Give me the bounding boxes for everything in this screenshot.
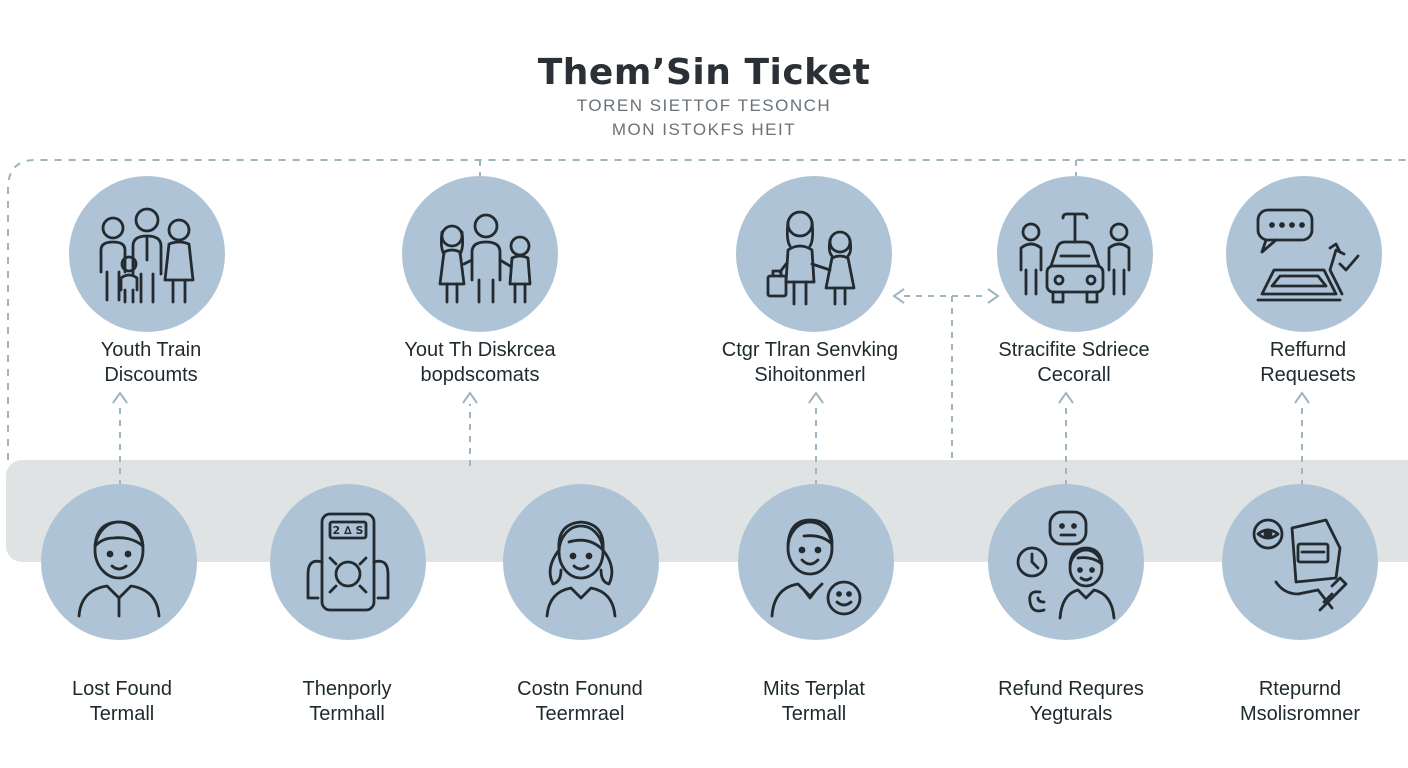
person-icon: [77, 520, 161, 618]
top-node-5: [1226, 176, 1382, 332]
support-agent-icon: [1016, 510, 1116, 620]
top-label-1: Youth Train Discoumts: [100, 339, 202, 386]
arrow-3: [808, 391, 824, 486]
bottom-node-6: [1222, 484, 1378, 640]
bottom-node-3: [503, 484, 659, 640]
bottom-label-2: Thenporly Termhall: [302, 678, 392, 725]
arrow-2: [462, 391, 478, 466]
bottom-node-5: [988, 484, 1144, 640]
subtitle-line-1: TOREN SIETTOF TESONCH: [576, 96, 832, 115]
top-node-3: [736, 176, 892, 332]
girl-icon: [545, 520, 617, 618]
bottom-node-2: 2 ∆ S: [270, 484, 426, 640]
device-text: 2 ∆ S: [333, 524, 364, 537]
refund-chat-icon: [1256, 208, 1360, 302]
page-title: Them’Sin Ticket: [537, 52, 871, 93]
top-node-2: [402, 176, 558, 332]
top-label-3: Ctgr Tlran Senvking Sihoitonmerl: [721, 339, 899, 386]
bottom-band: [6, 460, 1408, 562]
smiling-agent-icon: [770, 518, 862, 618]
ticket-device-icon: 2 ∆ S: [306, 512, 390, 612]
bottom-node-4: [738, 484, 894, 640]
arrow-4: [1058, 391, 1074, 486]
top-label-5: Reffurnd Requesets: [1260, 339, 1356, 386]
bottom-label-4: Mits Terplat Termall: [763, 678, 865, 725]
family-icon: [99, 207, 195, 304]
bottom-label-5: Refund Requres Yegturals: [998, 678, 1144, 725]
bottom-label-3: Costn Fonund Teermrael: [517, 678, 643, 725]
parent-child-icon: [766, 210, 856, 306]
car-service-icon: [1019, 212, 1131, 304]
dashed-top-border: [7, 159, 1408, 460]
arrow-1: [112, 391, 128, 486]
bottom-label-6: Rtepurnd Msolisromner: [1239, 678, 1361, 725]
top-label-2: Yout Th Diskrcea bopdscomats: [404, 339, 556, 386]
document-signing-icon: [1252, 518, 1348, 612]
subtitle-line-2: MON ISTOKFS HEIT: [611, 120, 797, 139]
top-node-1: [69, 176, 225, 332]
top-node-4: [997, 176, 1153, 332]
top-label-4: Stracifite Sdriece Cecorall: [998, 339, 1150, 386]
bottom-node-1: [41, 484, 197, 640]
bottom-label-1: Lost Found Termall: [71, 678, 173, 725]
arrow-5: [1294, 391, 1310, 486]
family-icon: [438, 213, 532, 304]
